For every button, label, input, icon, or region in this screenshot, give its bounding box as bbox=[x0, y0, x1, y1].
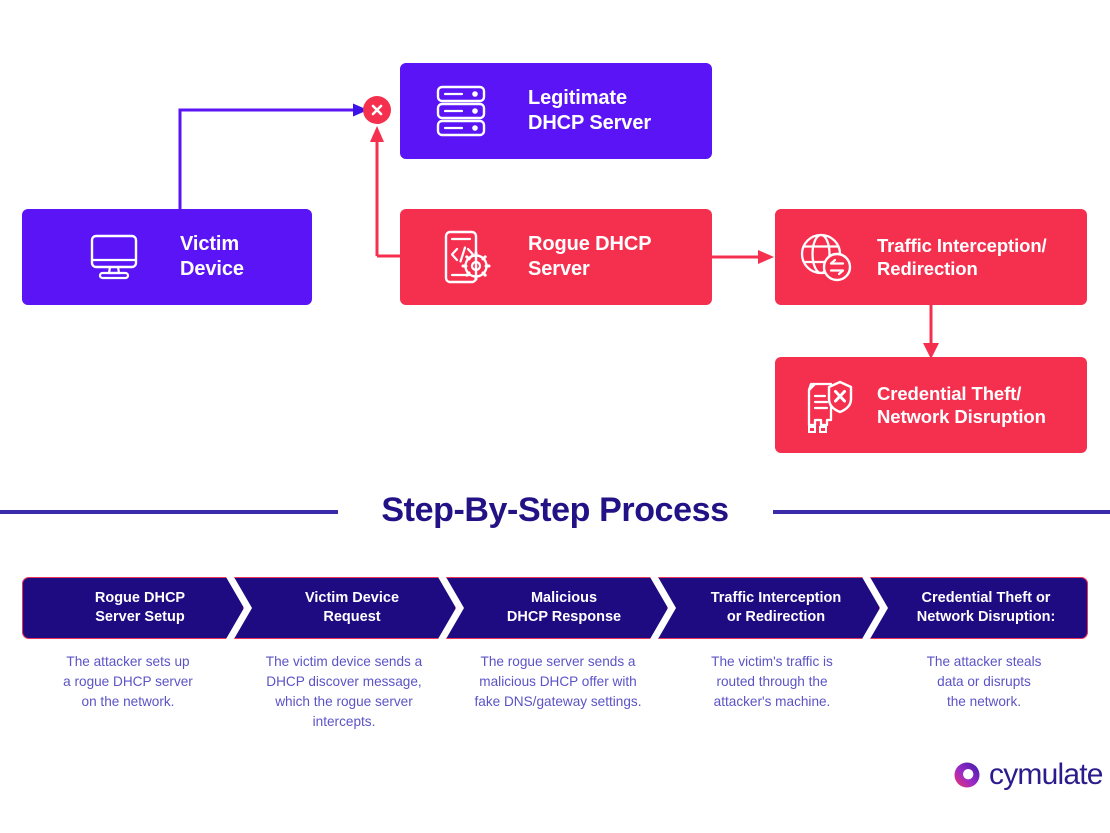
step-description-3: The rogue server sends a malicious DHCP … bbox=[474, 654, 642, 709]
step-chevron-5[interactable]: Credential Theft or Network Disruption: bbox=[870, 577, 1088, 639]
section-title: Step-By-Step Process bbox=[381, 491, 729, 529]
cymulate-wordmark: cymulate bbox=[989, 758, 1103, 791]
step-description-1: The attacker sets up a rogue DHCP server… bbox=[63, 654, 193, 709]
flow-box-label: Traffic Interception/ Redirection bbox=[877, 234, 1047, 279]
flow-box-credential-theft[interactable]: Credential Theft/ Network Disruption bbox=[775, 357, 1087, 453]
flow-box-victim-device[interactable]: Victim Device bbox=[22, 209, 312, 305]
document-shield-x-icon bbox=[797, 376, 855, 434]
globe-redirect-icon bbox=[797, 229, 855, 285]
flow-box-legitimate-dhcp-server[interactable]: Legitimate DHCP Server bbox=[400, 63, 712, 159]
flow-box-label: Legitimate DHCP Server bbox=[528, 86, 652, 134]
title-rule-left bbox=[0, 510, 338, 514]
cymulate-logo: cymulate bbox=[952, 758, 1103, 792]
step-chevron-3[interactable]: Malicious DHCP Response bbox=[446, 577, 668, 639]
flow-box-traffic-interception[interactable]: Traffic Interception/ Redirection bbox=[775, 209, 1087, 305]
connector-rogue-to-blocked bbox=[370, 126, 400, 258]
step-label: Traffic Interception or Redirection bbox=[710, 590, 842, 625]
phone-code-gear-icon bbox=[438, 228, 494, 286]
x-glyph bbox=[371, 104, 383, 116]
step-chevron-4[interactable]: Traffic Interception or Redirection bbox=[658, 577, 880, 639]
connector-rogue-to-traffic bbox=[712, 250, 774, 264]
monitor-icon bbox=[88, 233, 140, 281]
cymulate-ring-icon bbox=[954, 762, 980, 788]
step-chevron-1[interactable]: Rogue DHCP Server Setup bbox=[22, 577, 244, 639]
step-label: Credential Theft or Network Disruption: bbox=[916, 590, 1056, 625]
step-chevron-2[interactable]: Victim Device Request bbox=[234, 577, 456, 639]
step-label: Rogue DHCP Server Setup bbox=[94, 590, 186, 625]
connector-traffic-to-cred bbox=[923, 305, 939, 359]
step-description-4: The victim's traffic is routed through t… bbox=[711, 654, 833, 709]
x-circle-icon bbox=[363, 96, 391, 124]
step-label: Victim Device Request bbox=[304, 590, 400, 625]
step-label: Malicious DHCP Response bbox=[506, 590, 622, 625]
flow-box-rogue-dhcp-server[interactable]: Rogue DHCP Server bbox=[400, 209, 712, 305]
title-rule-right bbox=[773, 510, 1110, 514]
flow-box-label: Rogue DHCP Server bbox=[528, 232, 652, 280]
step-description-5: The attacker steals data or disrupts the… bbox=[926, 654, 1042, 709]
connector-victim-to-blocked bbox=[178, 103, 368, 221]
server-rack-icon bbox=[432, 82, 490, 140]
step-description-2: The victim device sends a DHCP discover … bbox=[265, 654, 423, 729]
step-chevron-bar: Rogue DHCP Server Setup Victim Device Re… bbox=[22, 577, 1088, 639]
flow-box-label: Credential Theft/ Network Disruption bbox=[877, 382, 1046, 427]
flow-box-label: Victim Device bbox=[180, 232, 244, 280]
